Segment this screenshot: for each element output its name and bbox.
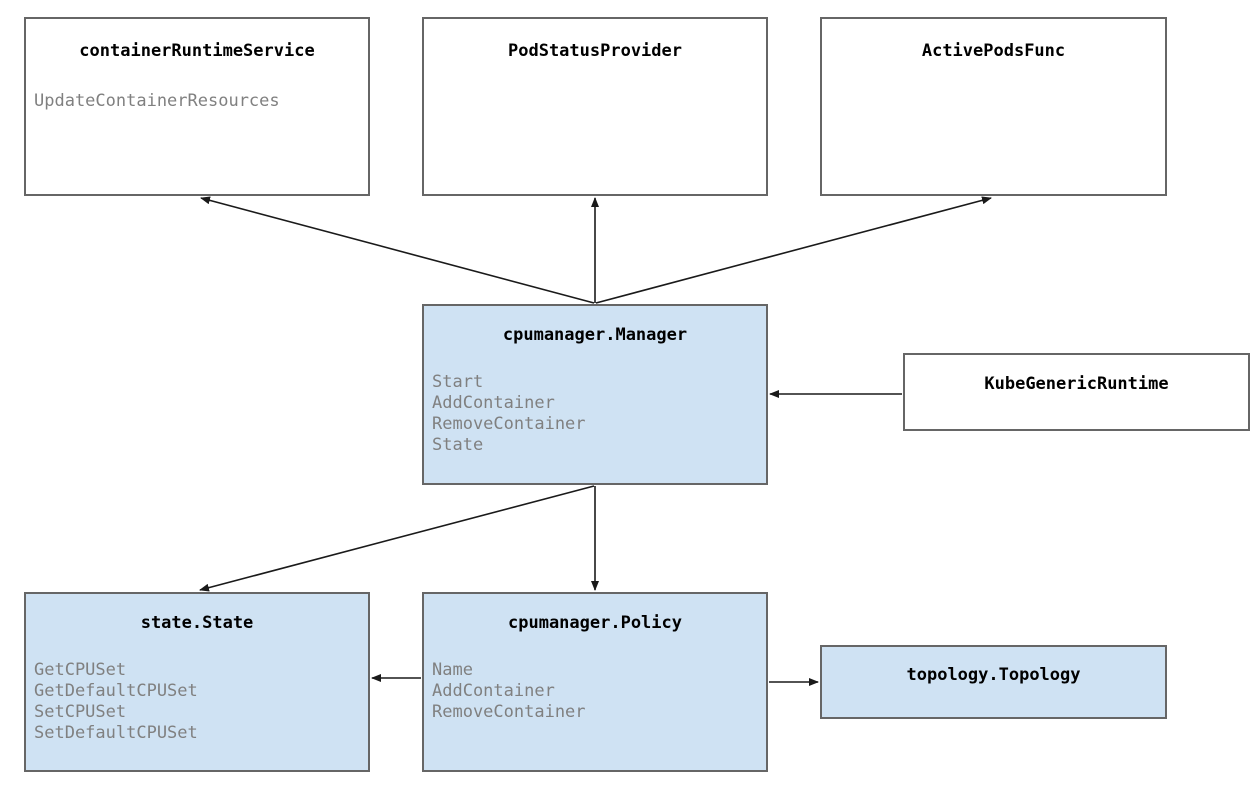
class-box-title: ActivePodsFunc <box>921 41 1066 61</box>
class-box-title: cpumanager.Policy <box>508 613 682 633</box>
edge-manager-to-container-runtime-service <box>200 196 595 304</box>
class-box-method: RemoveContainer <box>432 414 586 434</box>
edge-manager-to-active-pods-func <box>595 196 992 304</box>
class-box-title: PodStatusProvider <box>508 41 682 61</box>
class-box-topology-topology[interactable]: topology.Topology <box>820 645 1167 719</box>
class-box-title: topology.Topology <box>906 665 1081 685</box>
class-box-method: RemoveContainer <box>432 702 586 722</box>
class-box-title: cpumanager.Manager <box>502 325 688 345</box>
class-box-pod-status-provider[interactable]: PodStatusProvider <box>422 17 768 196</box>
class-box-title: containerRuntimeService <box>79 41 315 61</box>
class-box-kube-generic-runtime[interactable]: KubeGenericRuntime <box>903 353 1250 431</box>
class-box-method: Start <box>432 372 484 392</box>
class-box-active-pods-func[interactable]: ActivePodsFunc <box>820 17 1167 196</box>
class-box-method: UpdateContainerResources <box>34 91 280 111</box>
class-box-method: State <box>432 435 484 455</box>
class-box-method: Name <box>432 660 473 680</box>
edge-manager-to-state-state <box>199 485 595 592</box>
class-box-method: SetDefaultCPUSet <box>34 723 198 743</box>
class-box-method-list: UpdateContainerResources <box>34 91 280 112</box>
class-box-method: GetDefaultCPUSet <box>34 681 198 701</box>
class-box-method: SetCPUSet <box>34 702 127 722</box>
class-box-title: state.State <box>140 613 254 633</box>
class-box-method: GetCPUSet <box>34 660 127 680</box>
class-box-method: AddContainer <box>432 393 555 413</box>
class-box-method: AddContainer <box>432 681 555 701</box>
class-box-title: KubeGenericRuntime <box>984 374 1169 394</box>
